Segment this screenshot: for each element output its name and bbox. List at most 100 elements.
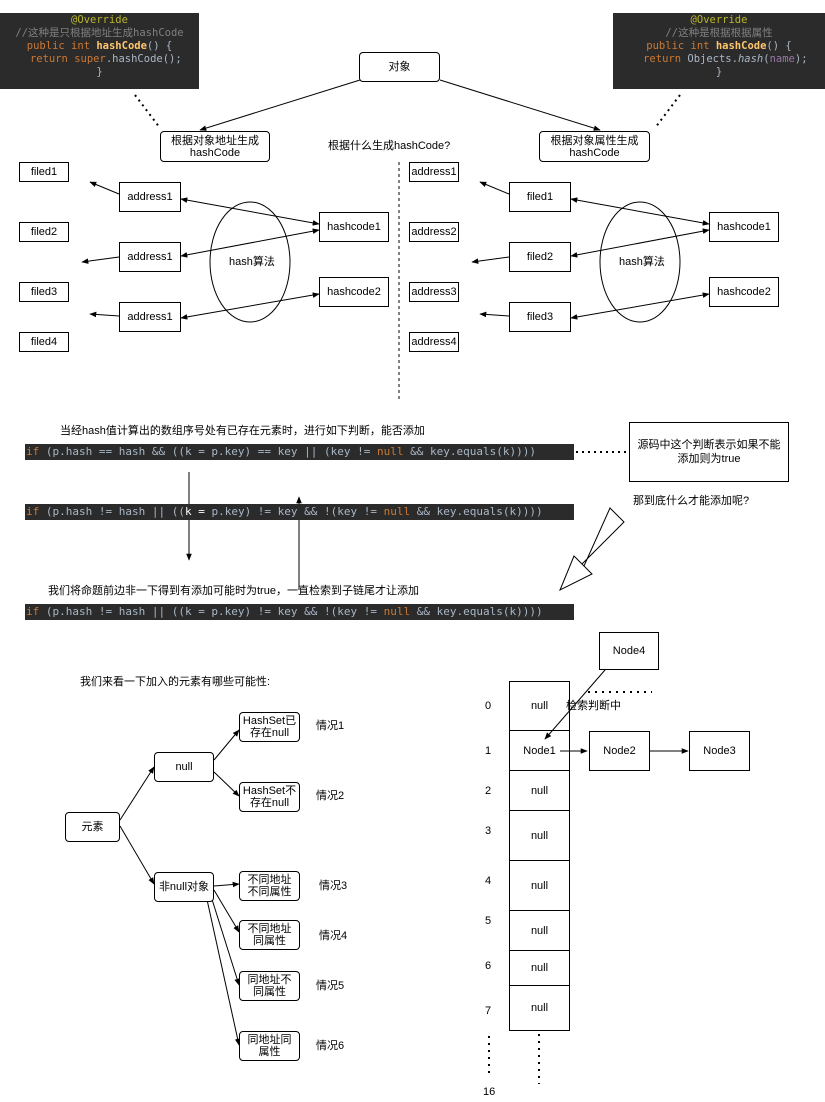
code-close: } bbox=[96, 66, 103, 78]
code-part: && key.equals(k)))) bbox=[410, 605, 543, 618]
left-address-3: address1 bbox=[119, 302, 181, 332]
code-part: && key.equals(k)))) bbox=[403, 445, 536, 458]
case-label-6: 情况6 bbox=[316, 1040, 345, 1052]
right-address-1: address1 bbox=[409, 162, 459, 182]
edge-rfield2-hash1 bbox=[570, 228, 710, 258]
tree-leaf-1: HashSet已存在null bbox=[239, 712, 300, 742]
right-address-4: address4 bbox=[409, 332, 459, 352]
code-parens: () { bbox=[146, 40, 173, 52]
code-annotation: @Override bbox=[690, 14, 748, 26]
node3-box: Node3 bbox=[689, 731, 750, 771]
tree-leaf-4: 不同地址同属性 bbox=[239, 920, 300, 950]
code-comment: //这种是只根据地址生成hashCode bbox=[15, 27, 184, 39]
tree-nonnull-node: 非null对象 bbox=[154, 872, 214, 902]
case-label-1: 情况1 bbox=[316, 720, 345, 732]
code-call: .hashCode(); bbox=[105, 53, 182, 65]
edge-laddr2-hash1 bbox=[180, 228, 320, 258]
object-node: 对象 bbox=[359, 52, 440, 82]
right-address-2: address2 bbox=[409, 222, 459, 242]
table-index-1: 1 bbox=[485, 745, 492, 757]
code-kw-int: int bbox=[690, 40, 710, 52]
left-hash-algo-label: hash算法 bbox=[229, 256, 275, 268]
node2-box: Node2 bbox=[589, 731, 650, 771]
tree-leaf-2: HashSet不存在null bbox=[239, 782, 300, 812]
case-label-4: 情况4 bbox=[319, 930, 348, 942]
code-comment: //这种是根据根据属性 bbox=[665, 27, 773, 39]
left-hashcode-2: hashcode2 bbox=[319, 277, 389, 307]
code-box-right: @Override //这种是根据根据属性 public int hashCod… bbox=[613, 13, 825, 89]
note-box: 源码中这个判断表示如果不能添加则为true bbox=[629, 422, 789, 482]
edge-laddr3-field bbox=[89, 311, 120, 318]
case-label-5: 情况5 bbox=[316, 980, 345, 992]
edge-rfield3-addr bbox=[479, 311, 510, 318]
case-label-3: 情况3 bbox=[319, 880, 348, 892]
dotted-right-code bbox=[654, 94, 681, 129]
edge-rfield2-addr bbox=[471, 256, 510, 264]
code-part: (p.hash != hash || (( bbox=[39, 505, 185, 518]
hollow-arrow bbox=[559, 507, 625, 592]
dotted-left-code bbox=[134, 94, 161, 129]
left-field-2: filed2 bbox=[19, 222, 69, 242]
table-cell-6: null bbox=[509, 951, 570, 986]
table-index-5: 5 bbox=[485, 915, 492, 927]
code-method: hashCode bbox=[96, 40, 147, 52]
code-kw-return: return bbox=[643, 53, 682, 65]
code-if: if bbox=[26, 505, 40, 518]
code-part: p.key) != key && !(key != bbox=[204, 505, 384, 518]
conclusion-text: 我们将命题前边非一下得到有添加可能时为true，一直检索到子链尾才让添加 bbox=[48, 585, 419, 597]
table-index-3: 3 bbox=[485, 825, 492, 837]
table-index-6: 6 bbox=[485, 960, 492, 972]
code-box-left: @Override //这种是只根据地址生成hashCode public in… bbox=[0, 13, 199, 89]
tree-leaf-3: 不同地址不同属性 bbox=[239, 871, 300, 901]
question-label: 根据什么生成hashCode? bbox=[328, 140, 451, 152]
tree-null-leaf1 bbox=[213, 729, 240, 761]
code-part: && key.equals(k)))) bbox=[410, 505, 543, 518]
right-field-2: filed2 bbox=[509, 242, 571, 272]
edge-laddr1-hash1 bbox=[180, 197, 320, 226]
tree-leaf-5: 同地址不同属性 bbox=[239, 971, 300, 1001]
table-index-2: 2 bbox=[485, 785, 492, 797]
left-field-1: filed1 bbox=[19, 162, 69, 182]
right-field-1: filed1 bbox=[509, 182, 571, 212]
table-index-0: 0 bbox=[485, 700, 492, 712]
table-index-16: 16 bbox=[483, 1086, 496, 1098]
code-kw-super: super bbox=[74, 53, 106, 65]
case-label-2: 情况2 bbox=[316, 790, 345, 802]
left-address-2: address1 bbox=[119, 242, 181, 272]
left-address-1: address1 bbox=[119, 182, 181, 212]
code-line-2: if (p.hash != hash || ((k = p.key) != ke… bbox=[25, 504, 574, 520]
right-hashcode-1: hashcode1 bbox=[709, 212, 779, 242]
attribute-generation-node: 根据对象属性生成hashCode bbox=[539, 131, 650, 162]
edge-laddr2-field bbox=[81, 256, 120, 264]
code-part: (p.hash == hash && ((k = p.key) == key |… bbox=[39, 445, 378, 458]
right-hash-algo-label: hash算法 bbox=[619, 256, 665, 268]
edge-rfield3-hash2 bbox=[570, 292, 710, 320]
node4-box: Node4 bbox=[599, 632, 659, 670]
code-kw-int: int bbox=[71, 40, 91, 52]
left-field-4: filed4 bbox=[19, 332, 69, 352]
code-close: } bbox=[715, 66, 723, 78]
code-null: null bbox=[383, 605, 411, 618]
tree-nonnull-leaf4 bbox=[213, 889, 240, 933]
table-cell-4: null bbox=[509, 861, 570, 911]
right-field-3: filed3 bbox=[509, 302, 571, 332]
edge-node4-node1 bbox=[544, 669, 606, 740]
edge-laddr3-hash2 bbox=[180, 292, 320, 320]
code-arg: name bbox=[769, 53, 795, 65]
code-parens: () { bbox=[766, 40, 792, 52]
tree-root-null bbox=[119, 766, 155, 821]
code-method: hashCode bbox=[715, 40, 767, 52]
code-line-1: if (p.hash == hash && ((k = p.key) == ke… bbox=[25, 444, 574, 460]
table-cell-7: null bbox=[509, 986, 570, 1031]
code-null: null bbox=[383, 505, 411, 518]
table-cell-1: Node1 bbox=[509, 731, 570, 771]
code-if: if bbox=[26, 445, 40, 458]
tree-null-leaf2 bbox=[213, 771, 240, 797]
code-kw-public: public bbox=[646, 40, 685, 52]
table-cell-5: null bbox=[509, 911, 570, 951]
left-hashcode-1: hashcode1 bbox=[319, 212, 389, 242]
code-kw-return: return bbox=[29, 53, 68, 65]
intro-text: 当经hash值计算出的数组序号处有已存在元素时，进行如下判断，能否添加 bbox=[60, 425, 425, 437]
tree-root-nonnull bbox=[119, 825, 155, 885]
